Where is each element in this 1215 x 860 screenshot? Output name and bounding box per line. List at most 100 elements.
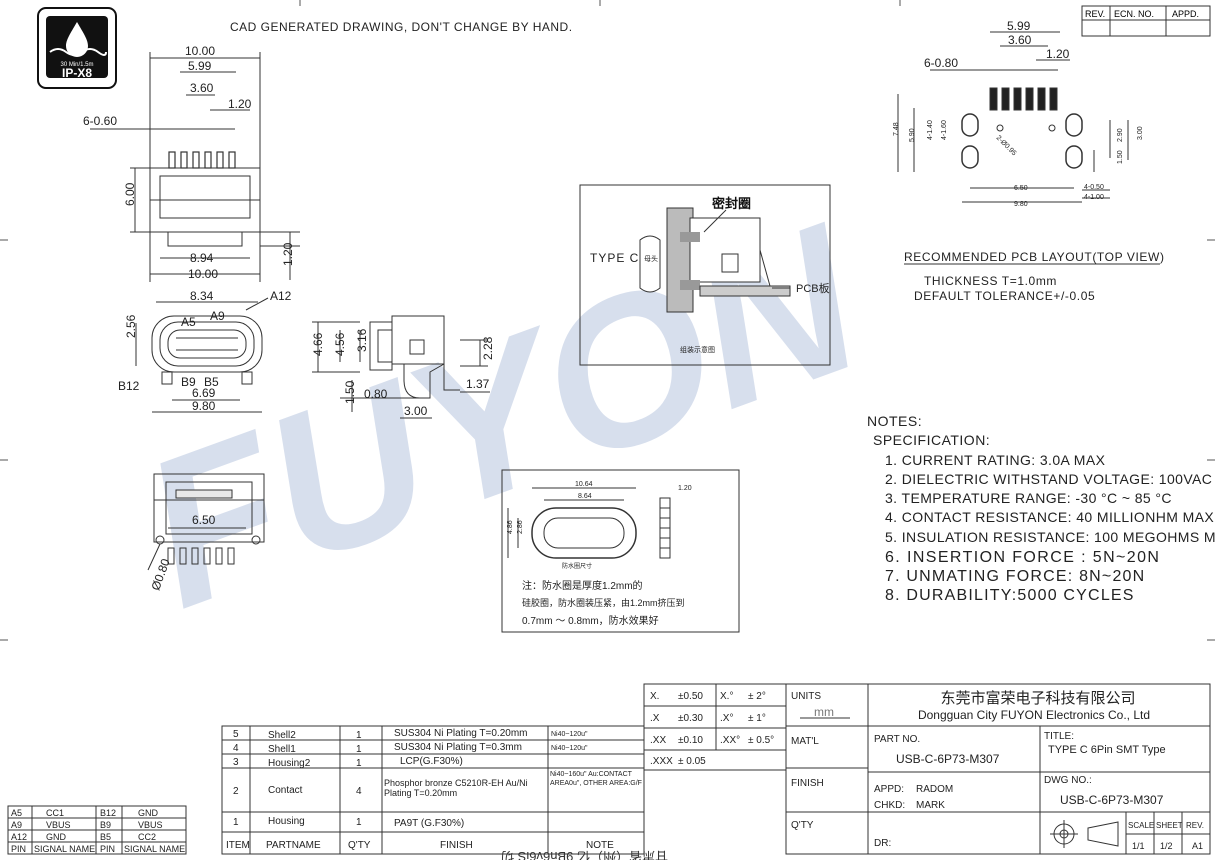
face-view-dims: 8.34 2.56 6.69 9.80 A12 A5 A9 B12 B9 B5 bbox=[118, 289, 292, 413]
pin-label: B12 bbox=[118, 379, 140, 393]
pin-label: A9 bbox=[210, 309, 225, 323]
tol-cell: ±0.30 bbox=[678, 713, 703, 724]
part-no-value: USB-C-6P73-M307 bbox=[896, 752, 1000, 766]
dim-label: 1.20 bbox=[1046, 47, 1070, 61]
dim-label: 6-0.60 bbox=[83, 114, 117, 128]
dim-label: 2.28 bbox=[481, 336, 495, 360]
revision-table: REV. ECN. NO. APPD. bbox=[1081, 5, 1211, 37]
face-view bbox=[135, 297, 269, 413]
pin-header: SIGNAL NAME bbox=[34, 844, 95, 854]
bom-cell: Shell1 bbox=[268, 744, 296, 755]
dim-label: 3.60 bbox=[190, 81, 214, 95]
pin-cell: GND bbox=[46, 832, 67, 842]
dim-label: 1.20 bbox=[281, 242, 295, 266]
dim-label: 0.80 bbox=[364, 387, 388, 401]
dim-label: 5.90 bbox=[909, 128, 916, 142]
gasket-view: 10.64 8.64 1.20 2.86 4.86 防水圈尺寸 注：防水圈是厚度… bbox=[501, 469, 740, 633]
dim-label: 5.99 bbox=[1007, 19, 1031, 33]
title-label: TITLE: bbox=[1044, 731, 1074, 742]
tol-cell: ± 0.05 bbox=[678, 756, 706, 767]
dim-label: 1.20 bbox=[678, 485, 692, 492]
front-view-dims: 10.00 5.99 3.60 1.20 6-0.60 6.00 8.94 10… bbox=[83, 44, 295, 281]
pin-header: PIN bbox=[11, 844, 26, 854]
pcb-thickness: THICKNESS T=1.0mm bbox=[924, 274, 1057, 288]
company-name-cn: 东莞市富荣电子科技有限公司 bbox=[940, 689, 1135, 707]
bom-cell: 1 bbox=[233, 817, 239, 828]
badge-top-text: 30 Min/1.5m bbox=[60, 62, 93, 68]
bom-cell: SUS304 Ni Plating T=0.3mm bbox=[394, 742, 522, 753]
tolerance-values: X. ±0.50 X.° ± 2° .X ±0.30 .X° ± 1° .XX … bbox=[650, 691, 774, 767]
bom-cell: 5 bbox=[233, 729, 239, 740]
pin-cell: B12 bbox=[100, 808, 116, 818]
units-label: UNITS bbox=[791, 691, 821, 702]
bom-cell: Housing2 bbox=[268, 758, 311, 769]
rev-value: A1 bbox=[1192, 841, 1203, 851]
dim-label: 6-0.80 bbox=[924, 56, 958, 70]
finish-label: FINISH bbox=[791, 778, 824, 789]
bom-cell: 1 bbox=[356, 817, 362, 828]
bom-header: Q'TY bbox=[348, 840, 371, 851]
pin-cell: CC1 bbox=[46, 808, 64, 818]
pin-cell: CC2 bbox=[138, 832, 156, 842]
bom-cell: 1 bbox=[356, 730, 362, 741]
rev-label: REV. bbox=[1186, 821, 1204, 830]
dim-label: 8.34 bbox=[190, 289, 214, 303]
pin-label: B5 bbox=[204, 375, 219, 389]
footer-fragment: 甘肃省（州）亿 9Bn6v6iS 切 bbox=[501, 849, 668, 860]
bom-table bbox=[221, 725, 645, 855]
bom-header: PARTNAME bbox=[266, 840, 321, 851]
pin-cell: VBUS bbox=[138, 820, 163, 830]
title-value: TYPE C 6Pin SMT Type bbox=[1048, 744, 1166, 756]
front-view bbox=[90, 52, 300, 282]
bom-cell: PA9T (G.F30%) bbox=[394, 818, 464, 829]
bom-cell: 1 bbox=[356, 744, 362, 755]
pin-cell: VBUS bbox=[46, 820, 71, 830]
seal-label: 密封圈 bbox=[711, 196, 751, 211]
dim-label: 1.50 bbox=[343, 380, 357, 404]
pin-cell: B5 bbox=[100, 832, 111, 842]
pcb-layout: 5.99 3.60 1.20 6-0.80 7.48 5.90 4-1.40 4… bbox=[893, 19, 1164, 303]
bom-cell: Housing bbox=[268, 816, 305, 827]
badge-main-text: IP-X8 bbox=[62, 66, 92, 80]
dim-label: 8.94 bbox=[190, 251, 214, 265]
sheet-label: SHEET bbox=[1156, 821, 1183, 830]
gasket-note-line: 注：防水圈是厚度1.2mm的 bbox=[522, 579, 643, 592]
bom-cell: 4 bbox=[233, 743, 239, 754]
part-no-label: PART NO. bbox=[874, 734, 920, 745]
dim-label: 10.64 bbox=[575, 481, 593, 488]
spec-item: 3. TEMPERATURE RANGE: -30 °C ~ 85 °C bbox=[885, 490, 1172, 506]
dim-label: 6.50 bbox=[192, 513, 216, 527]
bom-cell: Ni40~160u" Au:CONTACT AREA0u", OTHER ARE… bbox=[550, 771, 642, 787]
dim-label: 4.86 bbox=[507, 520, 514, 534]
rev-header: REV. bbox=[1085, 9, 1105, 19]
dim-label: 2.86 bbox=[517, 520, 524, 534]
title-block bbox=[785, 683, 1211, 855]
qty-label: Q'TY bbox=[791, 820, 814, 831]
dim-label: 2.56 bbox=[124, 314, 138, 338]
dim-label: 3.60 bbox=[1008, 33, 1032, 47]
dim-label: 6.69 bbox=[192, 386, 216, 400]
bom-cell: Contact bbox=[268, 785, 303, 796]
dim-label: 9.80 bbox=[1014, 201, 1028, 208]
appd-value: RADOM bbox=[916, 784, 953, 795]
company-name-en: Dongguan City FUYON Electronics Co., Ltd bbox=[918, 708, 1150, 722]
section-view: 密封圈 TYPE C 母头 PCB板 组装示意图 bbox=[579, 184, 831, 366]
bom-header: ITEM bbox=[226, 840, 250, 851]
bom-header: FINISH bbox=[440, 840, 473, 851]
tol-cell: .X bbox=[650, 713, 660, 724]
bottom-view bbox=[147, 473, 265, 571]
gasket-note-line: 0.7mm ～ 0.8mm，防水效果好 bbox=[522, 614, 659, 627]
dim-label: 4-1.60 bbox=[941, 120, 948, 140]
notes-heading: NOTES: bbox=[867, 413, 922, 429]
bom-cell: LCP(G.F30%) bbox=[400, 756, 463, 767]
projection-symbol-icon bbox=[1050, 820, 1119, 848]
dim-label: 2-Ø0.95 bbox=[995, 134, 1018, 157]
tol-cell: X.° bbox=[720, 691, 733, 702]
appd-header: APPD. bbox=[1172, 9, 1199, 19]
scale-value: 1/1 bbox=[1132, 841, 1145, 851]
pin-cell: A9 bbox=[11, 820, 22, 830]
dim-label: 1.20 bbox=[228, 97, 252, 111]
pin-header: PIN bbox=[100, 844, 115, 854]
bom-cell: SUS304 Ni Plating T=0.20mm bbox=[394, 728, 528, 739]
